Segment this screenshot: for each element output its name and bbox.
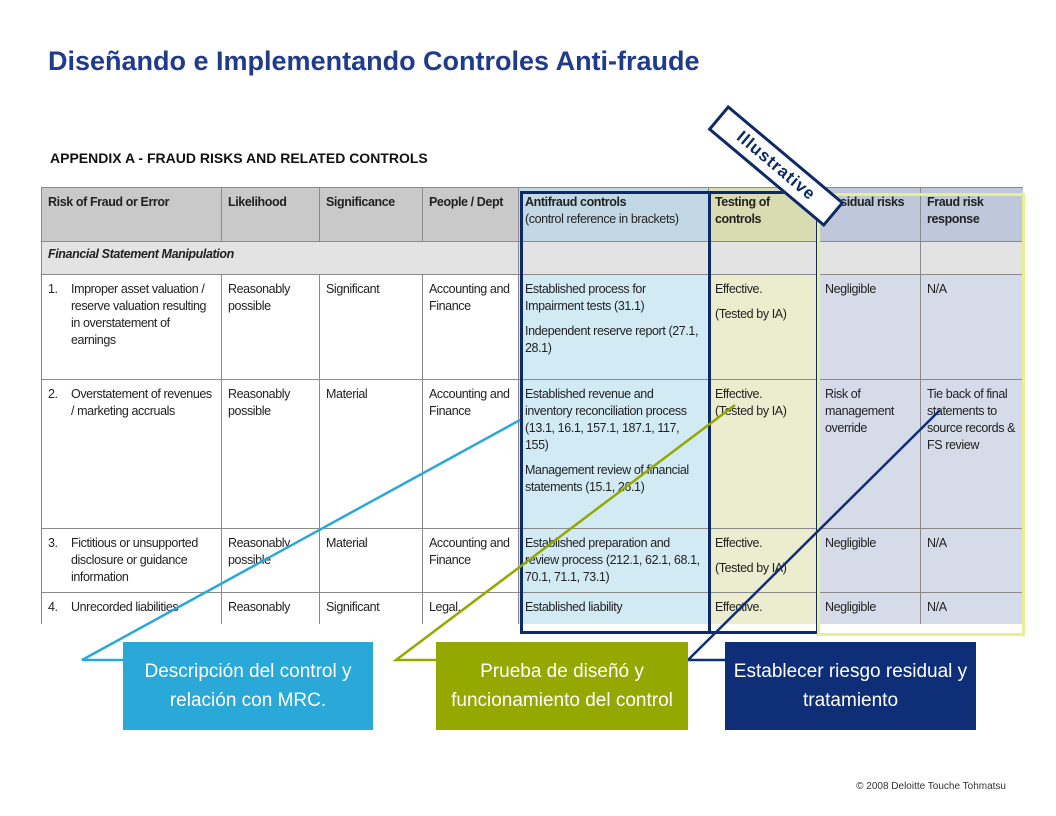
copyright: © 2008 Deloitte Touche Tohmatsu: [856, 781, 1006, 792]
antifraud-highlight-frame: [520, 191, 711, 634]
page-title: Diseñando e Implementando Controles Anti…: [48, 46, 700, 76]
header-risk: Risk of Fraud or Error: [41, 187, 222, 242]
table-header-row: Risk of Fraud or Error Likelihood Signif…: [41, 187, 1023, 242]
header-residual: Residual risks: [818, 187, 921, 242]
header-significance: Significance: [319, 187, 423, 242]
residual-callout: Establecer riesgo residual y tratamiento: [725, 642, 976, 730]
section-row: Financial Statement Manipulation: [41, 241, 1023, 275]
description-connector: [81, 418, 521, 662]
appendix-title: APPENDIX A - FRAUD RISKS AND RELATED CON…: [50, 150, 428, 166]
table-row: 4.Unrecorded liabilities Reasonably Sign…: [41, 592, 1023, 624]
table-row: 2.Overstatement of revenues / marketing …: [41, 379, 1023, 529]
table-row: 1.Improper asset valuation / reserve val…: [41, 274, 1023, 380]
residual-connector: [684, 409, 941, 662]
section-label: Financial Statement Manipulation: [41, 241, 519, 275]
testing-connector: [392, 404, 736, 662]
residual-highlight-frame: [817, 193, 1025, 636]
testing-callout: Prueba de diseñó y funcionamiento del co…: [436, 642, 688, 730]
description-callout: Descripción del control y relación con M…: [123, 642, 373, 730]
header-antifraud: Antifraud controls(control reference in …: [518, 187, 709, 242]
header-people: People / Dept: [422, 187, 519, 242]
fraud-risk-table: Risk of Fraud or Error Likelihood Signif…: [41, 187, 1023, 624]
